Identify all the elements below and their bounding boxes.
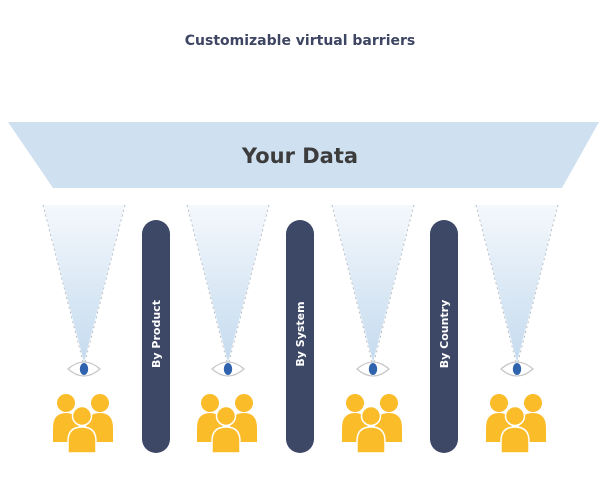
people-group-icon — [53, 394, 113, 454]
person-head — [57, 394, 75, 412]
person-head — [201, 394, 219, 412]
person-head — [235, 394, 253, 412]
viewer-group-2 — [186, 204, 270, 454]
barrier-by-system: By System — [286, 220, 314, 453]
barrier-bar — [430, 220, 458, 453]
person-body — [500, 426, 530, 454]
vision-cone-edge — [331, 204, 373, 363]
viewer-group-1 — [42, 204, 126, 454]
person-body — [356, 426, 386, 454]
person-head — [71, 405, 93, 427]
people-group-icon — [197, 394, 257, 454]
person-head — [524, 394, 542, 412]
eye-icon — [67, 361, 101, 377]
barrier-by-product: By Product — [142, 220, 170, 453]
people-group-icon — [342, 394, 402, 454]
eye-pupil — [368, 363, 378, 375]
vision-cone-edge — [228, 204, 270, 363]
vision-cone-edge — [42, 204, 84, 363]
barrier-bar — [142, 220, 170, 453]
person-head — [346, 394, 364, 412]
vision-cone — [332, 205, 414, 362]
person-head — [380, 394, 398, 412]
barrier-label: By Country — [438, 300, 451, 369]
person-head — [360, 405, 382, 427]
vision-cone — [476, 205, 558, 362]
vision-cone-edge — [373, 204, 415, 363]
person-head — [504, 405, 526, 427]
person-head — [490, 394, 508, 412]
barrier-bar — [286, 220, 314, 453]
data-source-shape — [8, 122, 599, 188]
data-source: Your Data — [8, 122, 599, 188]
eye-pupil — [79, 363, 89, 375]
vision-cone — [43, 205, 125, 362]
person-head — [215, 405, 237, 427]
viewers — [42, 204, 559, 454]
barrier-by-country: By Country — [430, 220, 458, 453]
person-body — [211, 426, 241, 454]
person-body — [67, 426, 97, 454]
vision-cone-edge — [84, 204, 126, 363]
viewer-group-3 — [331, 204, 415, 454]
eye-pupil — [512, 363, 522, 375]
barrier-label: By Product — [150, 300, 163, 368]
vision-cone-edge — [186, 204, 228, 363]
data-source-label: Your Data — [241, 144, 358, 168]
eye-icon — [211, 361, 245, 377]
people-group-icon — [486, 394, 546, 454]
eye-icon — [500, 361, 534, 377]
eye-icon — [356, 361, 390, 377]
person-head — [91, 394, 109, 412]
barrier-label: By System — [294, 301, 307, 366]
vision-cone-edge — [475, 204, 517, 363]
eye-pupil — [223, 363, 233, 375]
vision-cone — [187, 205, 269, 362]
vision-cone-edge — [517, 204, 559, 363]
diagram-title: Customizable virtual barriers — [184, 33, 416, 49]
barriers: By Product By System By Country — [142, 220, 458, 453]
viewer-group-4 — [475, 204, 559, 454]
